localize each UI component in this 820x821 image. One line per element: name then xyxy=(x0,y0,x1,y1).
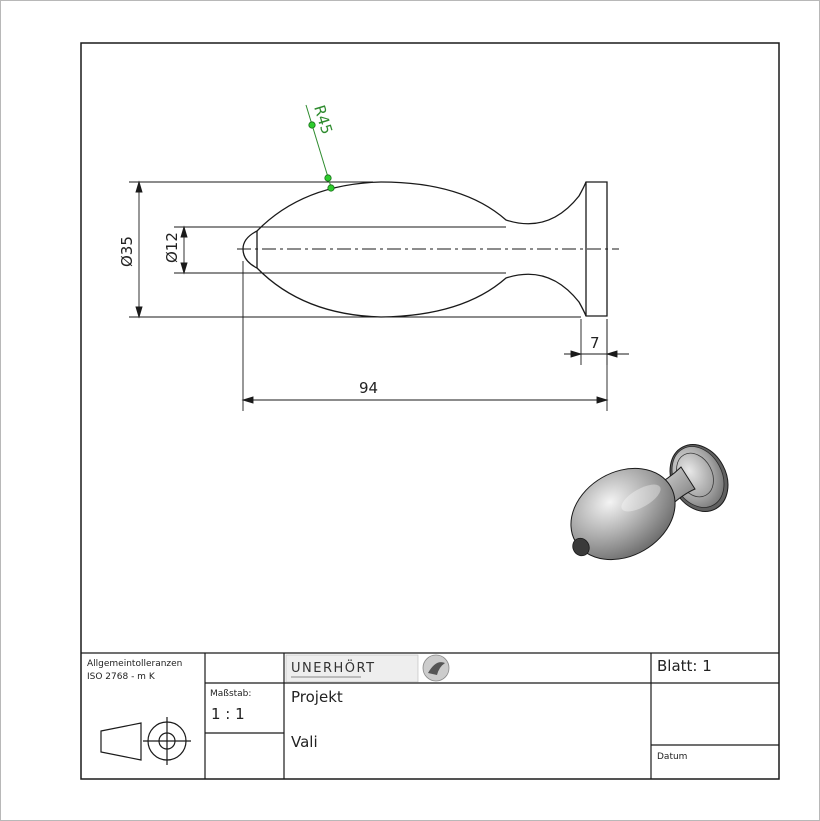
tolerance-line2: ISO 2768 - m K xyxy=(87,672,156,682)
title-block xyxy=(81,652,779,779)
inner-diameter-label: Ø12 xyxy=(163,232,181,263)
drawing-border xyxy=(80,42,780,780)
sheet-label: Blatt: 1 xyxy=(657,657,712,675)
date-label: Datum xyxy=(657,752,687,762)
scale-value: 1 : 1 xyxy=(211,705,245,723)
radius-dimension: R45 xyxy=(305,103,336,192)
flange-width-label: 7 xyxy=(590,334,600,352)
scale-label: Maßstab: xyxy=(210,689,251,699)
dimension-lines xyxy=(129,180,629,411)
radius-point xyxy=(324,174,332,182)
logo-text: UNERHÖRT xyxy=(291,659,376,676)
overall-length-label: 94 xyxy=(359,379,378,397)
radius-point xyxy=(327,184,335,192)
projection-symbol-icon xyxy=(100,717,191,765)
project-name: Vali xyxy=(291,733,318,751)
project-label: Projekt xyxy=(291,688,343,706)
radius-point xyxy=(308,121,316,129)
tolerance-line1: Allgemeintolleranzen xyxy=(87,659,182,669)
isometric-view xyxy=(570,444,729,561)
company-logo: UNERHÖRT xyxy=(285,654,450,683)
outer-diameter-label: Ø35 xyxy=(118,236,136,267)
